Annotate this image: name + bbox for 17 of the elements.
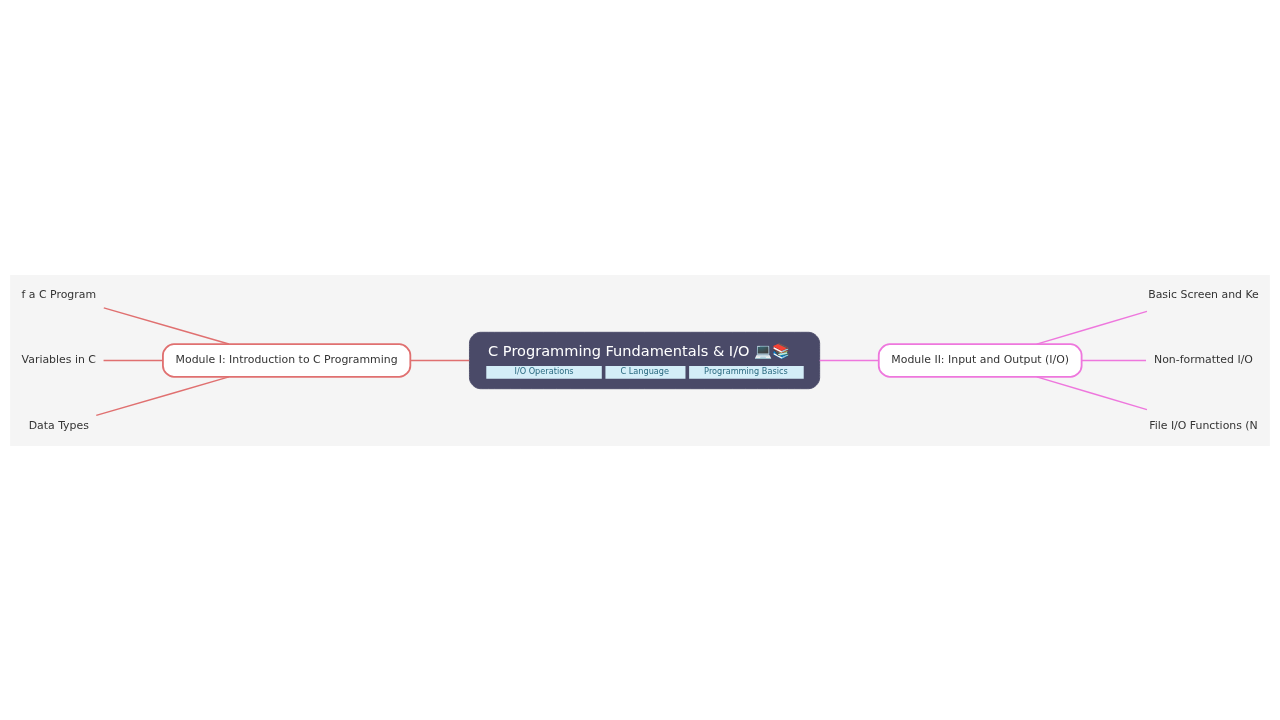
connector — [103, 306, 230, 345]
node-text: f a C Program — [21, 287, 97, 301]
connector — [819, 359, 879, 361]
connector — [409, 359, 470, 361]
connector — [1036, 310, 1148, 345]
node-text: Variables in C — [21, 352, 96, 366]
connector — [1081, 359, 1147, 361]
node-text: File I/O Functions (N — [1149, 418, 1258, 432]
connector — [102, 359, 164, 361]
connector — [1036, 375, 1148, 410]
node-box: Module I: Introduction to C Programming — [162, 342, 412, 378]
node-text: Non-formatted I/O — [1154, 352, 1253, 366]
node-text: Basic Screen and Ke — [1148, 287, 1259, 301]
node-box: C Programming Fundamentals & I/O 💻📚 I/O Operations C Language Programming Basics — [469, 331, 821, 389]
node-text: Data Types — [28, 418, 89, 432]
node-box: Module II: Input and Output (I/O) — [877, 342, 1083, 378]
connector — [95, 375, 230, 416]
